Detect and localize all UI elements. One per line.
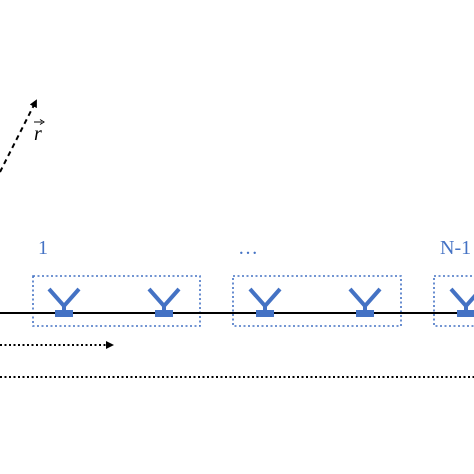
antenna-icon: [147, 287, 181, 317]
group-label-n-minus-1: N-1: [440, 237, 471, 259]
group-box-2: [232, 275, 402, 327]
direction-vector-arrow: [0, 99, 37, 173]
antenna-icon: [449, 287, 474, 317]
antenna-icon: [47, 287, 81, 317]
antenna-icon: [348, 287, 382, 317]
group-box-3: [433, 275, 474, 327]
group-label-ellipsis: …: [238, 237, 258, 259]
antenna-icon: [248, 287, 282, 317]
vector-overarrow-head: [39, 119, 45, 125]
direction-vector-label: r: [34, 123, 42, 145]
group-label-1: 1: [38, 237, 48, 259]
